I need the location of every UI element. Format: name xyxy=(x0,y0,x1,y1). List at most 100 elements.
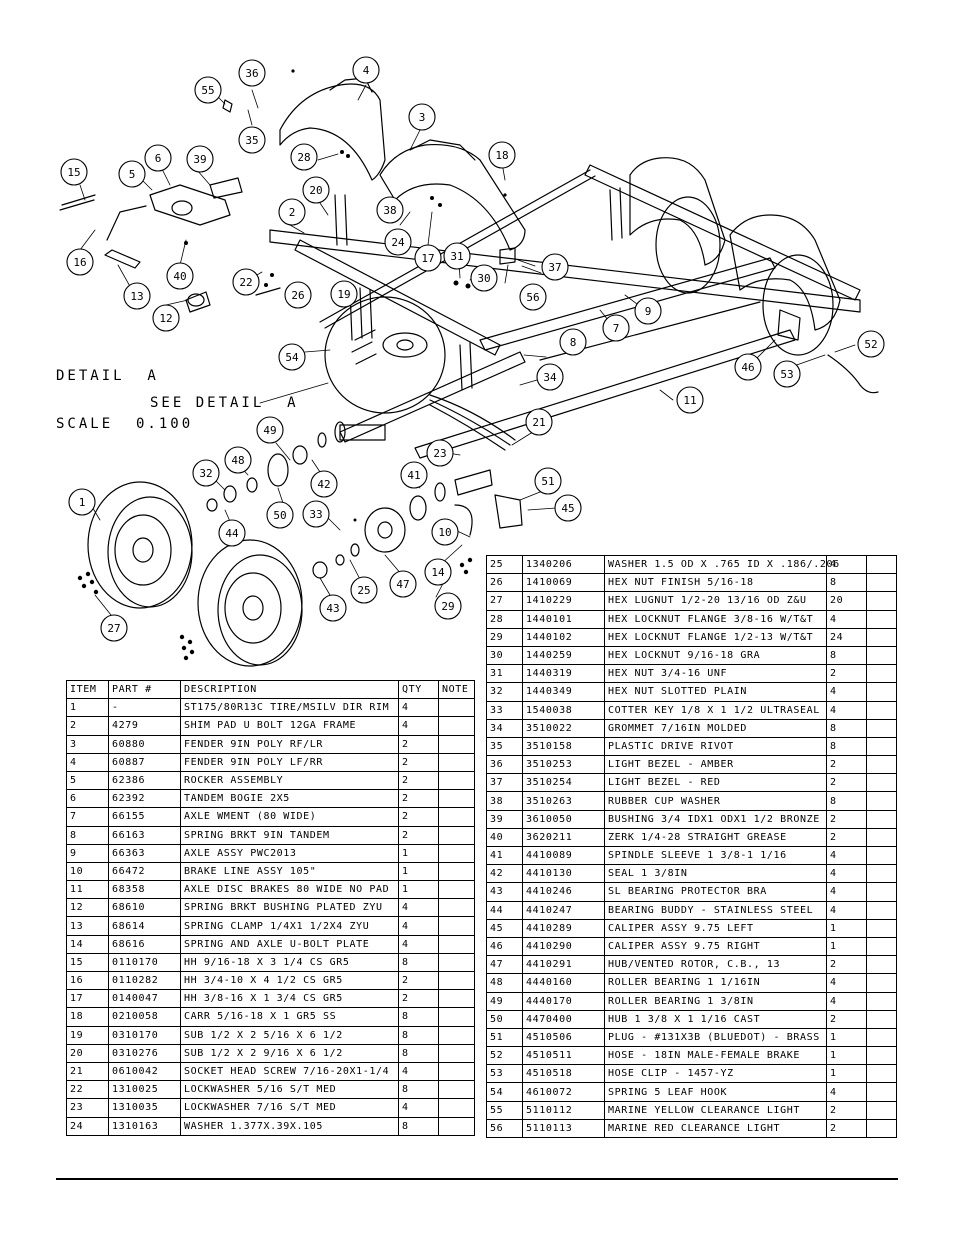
cell-description: CALIPER ASSY 9.75 LEFT xyxy=(604,918,827,938)
cell-item: 49 xyxy=(486,991,523,1011)
cell-description: MARINE YELLOW CLEARANCE LIGHT xyxy=(604,1100,827,1120)
cell-qty: 2 xyxy=(826,773,867,793)
svg-text:43: 43 xyxy=(326,602,339,615)
fender-left-rear xyxy=(279,77,386,181)
parts-table-left: ITEM PART # DESCRIPTION QTY NOTE 1-ST175… xyxy=(66,679,475,1136)
svg-text:35: 35 xyxy=(245,134,258,147)
balloon-19 xyxy=(330,280,358,308)
cell-part: 66363 xyxy=(108,843,181,863)
balloon-38 xyxy=(376,196,404,224)
cell-note xyxy=(866,936,897,957)
cell-note xyxy=(438,716,475,736)
cell-description: SPRING 5 LEAF HOOK xyxy=(604,1082,827,1102)
cell-part: 0140047 xyxy=(108,989,181,1009)
cell-item: 1 xyxy=(66,698,109,718)
cell-note xyxy=(866,791,897,811)
cell-qty: 8 xyxy=(826,573,867,593)
balloon-34 xyxy=(536,363,564,391)
cell-description: ST175/80R13C TIRE/MSILV DIR RIM xyxy=(180,698,399,718)
cell-item: 12 xyxy=(66,898,109,918)
cell-item: 35 xyxy=(486,736,523,757)
cell-note xyxy=(438,952,475,973)
exploded-assembly-drawing: 1 2 3 4 5 6 7 8 9 10 11 12 13 14 15 16 1… xyxy=(59,56,885,667)
balloon-51 xyxy=(534,467,562,495)
balloon-42 xyxy=(310,470,338,498)
svg-text:26: 26 xyxy=(291,289,304,302)
cell-note xyxy=(438,770,475,791)
svg-text:17: 17 xyxy=(421,252,434,265)
cell-note xyxy=(866,591,897,611)
svg-text:11: 11 xyxy=(683,394,696,407)
fender-right-front xyxy=(729,214,841,356)
bottom-rule xyxy=(56,1178,898,1180)
cell-part: - xyxy=(108,698,181,718)
balloon-35 xyxy=(238,126,266,154)
cell-description: BEARING BUDDY - STAINLESS STEEL xyxy=(604,900,827,920)
cell-qty: 4 xyxy=(826,1082,867,1102)
caliper-assembly xyxy=(454,309,801,536)
cell-description: SPINDLE SLEEVE 1 3/8-1 1/16 xyxy=(604,845,827,866)
svg-text:5: 5 xyxy=(129,168,136,181)
cell-description: SPRING BRKT 9IN TANDEM xyxy=(180,825,399,845)
balloon-5 xyxy=(118,160,146,188)
cell-note xyxy=(438,1080,475,1100)
cell-note xyxy=(866,736,897,757)
balloon-26 xyxy=(284,281,312,309)
cell-note xyxy=(438,734,475,754)
balloon-45 xyxy=(554,494,582,522)
cell-item: 29 xyxy=(486,627,523,647)
cell-description: AXLE WMENT (80 WIDE) xyxy=(180,807,399,827)
cell-note xyxy=(866,900,897,920)
cell-part: 4410290 xyxy=(522,936,605,957)
balloon-13 xyxy=(123,282,151,310)
cell-note xyxy=(866,845,897,866)
cell-qty: 4 xyxy=(398,898,439,918)
cell-description: LIGHT BEZEL - AMBER xyxy=(604,755,827,775)
balloon-2 xyxy=(278,198,306,226)
balloon-25 xyxy=(350,576,378,604)
svg-text:13: 13 xyxy=(130,290,143,303)
see-detail-label: SEE DETAIL A xyxy=(150,395,299,411)
header-note: NOTE xyxy=(438,679,475,700)
cell-note xyxy=(866,1082,897,1102)
balloon-32 xyxy=(192,459,220,487)
cell-qty: 4 xyxy=(826,700,867,720)
cell-qty: 8 xyxy=(398,1116,439,1136)
svg-text:32: 32 xyxy=(199,467,212,480)
cell-description: SUB 1/2 X 2 9/16 X 6 1/2 xyxy=(180,1043,399,1063)
cell-description: LOCKWASHER 5/16 S/T MED xyxy=(180,1080,399,1100)
svg-text:44: 44 xyxy=(225,527,239,540)
header-item: ITEM xyxy=(66,679,109,700)
cell-part: 60887 xyxy=(108,752,181,772)
cell-part: 4279 xyxy=(108,716,181,736)
header-qty: QTY xyxy=(398,679,439,700)
cell-qty: 1 xyxy=(398,880,439,900)
cell-note xyxy=(438,1007,475,1027)
cell-note xyxy=(866,1118,897,1139)
cell-qty: 8 xyxy=(826,718,867,738)
cell-qty: 1 xyxy=(826,936,867,957)
balloon-37 xyxy=(541,253,569,281)
svg-text:42: 42 xyxy=(317,478,330,491)
balloon-31 xyxy=(443,242,471,270)
cell-note xyxy=(866,682,897,702)
svg-text:1: 1 xyxy=(79,496,86,509)
svg-text:25: 25 xyxy=(357,584,370,597)
cell-item: 50 xyxy=(486,1009,523,1029)
detail-label: DETAIL A SCALE 0.100 xyxy=(56,336,193,448)
cell-item: 5 xyxy=(66,770,109,791)
cell-description: HEX LOCKNUT 9/16-18 GRA xyxy=(604,645,827,666)
cell-part: 1310025 xyxy=(108,1080,181,1100)
cell-description: HEX LOCKNUT FLANGE 3/8-16 W/T&T xyxy=(604,609,827,629)
cell-part: 0310170 xyxy=(108,1025,181,1045)
svg-text:56: 56 xyxy=(526,291,539,304)
svg-text:22: 22 xyxy=(239,276,252,289)
cell-qty: 2 xyxy=(398,770,439,791)
